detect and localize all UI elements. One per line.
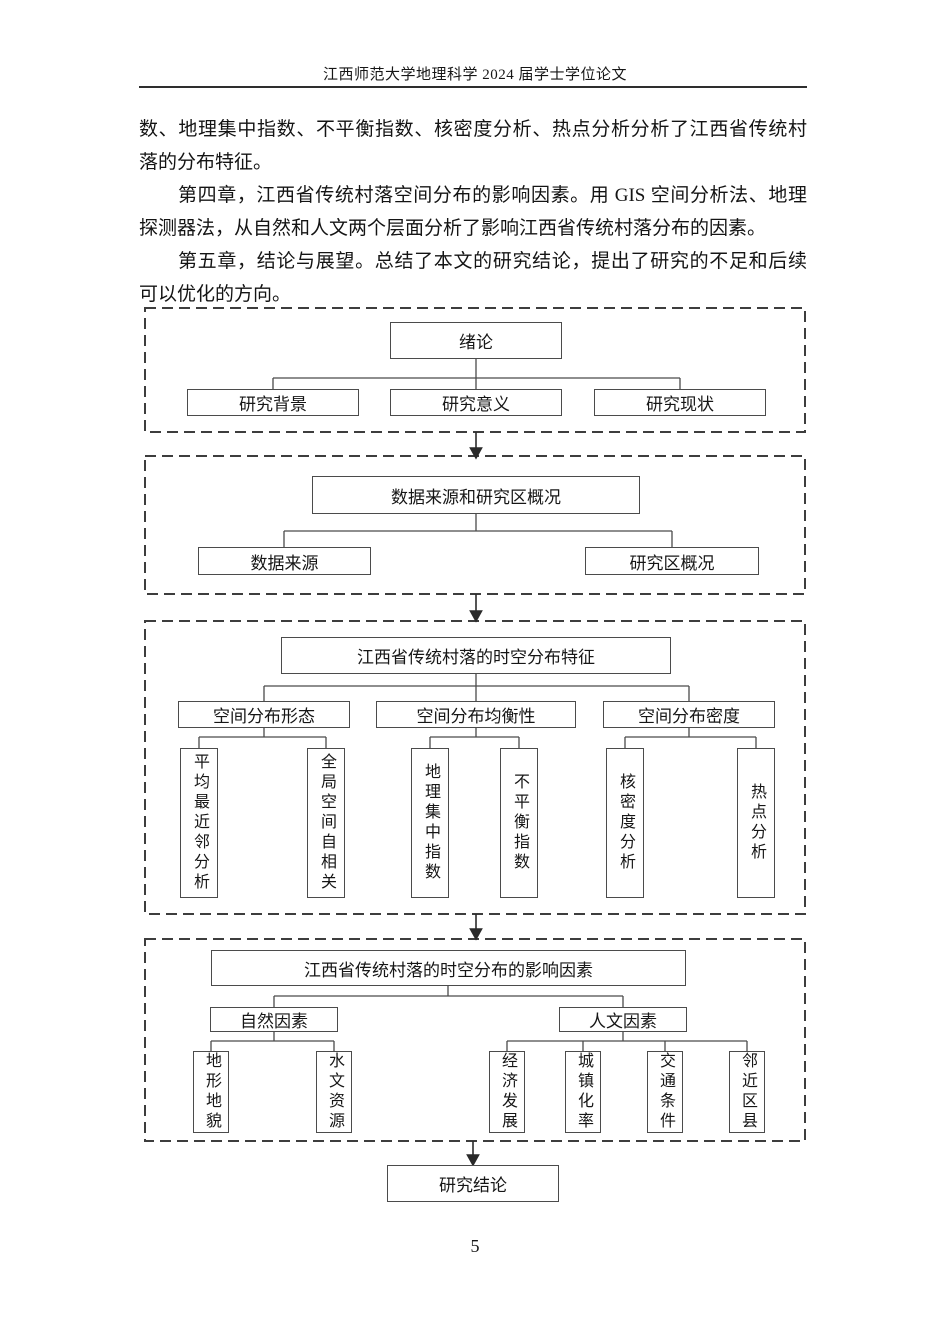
down-arrow-head xyxy=(466,1154,480,1167)
section3-child-box: 空间分布形态 xyxy=(178,701,350,728)
section4-leaf-box: 交通条件 xyxy=(647,1051,683,1133)
conclusion-box: 研究结论 xyxy=(387,1165,559,1202)
page-header-title: 江西师范大学地理科学 2024 届学士学位论文 xyxy=(322,67,627,83)
section1-child-box: 研究背景 xyxy=(187,389,359,416)
section3-leaf-box: 核密度分析 xyxy=(606,748,644,898)
section1-child-box: 研究现状 xyxy=(594,389,766,416)
down-arrow-head xyxy=(469,447,483,460)
section3-leaf-box: 不平衡指数 xyxy=(500,748,538,898)
section3-leaf-connectors xyxy=(198,728,757,748)
section3-root-box: 江西省传统村落的时空分布特征 xyxy=(281,637,671,674)
section2-connectors xyxy=(283,514,673,547)
section3-leaf-box: 平均最近邻分析 xyxy=(180,748,218,898)
section1-root-box: 绪论 xyxy=(390,322,562,359)
paragraph-line: 第四章，江西省传统村落空间分布的影响因素。用 GIS 空间分析法、地理 xyxy=(178,185,807,206)
connector-lines xyxy=(198,359,757,1051)
section3-child-box: 空间分布均衡性 xyxy=(376,701,576,728)
section4-leaf-box: 地形地貌 xyxy=(193,1051,229,1133)
paragraph-line: 探测器法，从自然和人文两个层面分析了影响江西省传统村落分布的因素。 xyxy=(139,218,767,239)
section4-child-box: 自然因素 xyxy=(210,1007,338,1032)
section3-leaf-box: 热点分析 xyxy=(737,748,775,898)
section1-connectors xyxy=(272,359,681,389)
section2-child-box: 研究区概况 xyxy=(585,547,759,575)
down-arrow-head xyxy=(469,610,483,623)
section4-top-connectors xyxy=(273,986,624,1007)
section3-top-connectors xyxy=(263,674,690,701)
flow-arrows xyxy=(466,432,483,1167)
section2-root-box: 数据来源和研究区概况 xyxy=(312,476,640,514)
section4-leaf-box: 邻近区县 xyxy=(729,1051,765,1133)
section4-root-box: 江西省传统村落的时空分布的影响因素 xyxy=(211,950,686,986)
down-arrow-head xyxy=(469,928,483,941)
section4-leaf-box: 水文资源 xyxy=(316,1051,352,1133)
section3-leaf-box: 地理集中指数 xyxy=(411,748,449,898)
paragraph-line: 第五章，结论与展望。总结了本文的研究结论，提出了研究的不足和后续 xyxy=(178,251,807,272)
paragraph-line: 数、地理集中指数、不平衡指数、核密度分析、热点分析分析了江西省传统村 xyxy=(139,119,807,140)
page-number: 5 xyxy=(470,1236,480,1256)
section4-leaf-box: 经济发展 xyxy=(489,1051,525,1133)
section4-leaf-box: 城镇化率 xyxy=(565,1051,601,1133)
section4-child-box: 人文因素 xyxy=(559,1007,687,1032)
header-rule xyxy=(139,86,807,88)
paragraph-line: 落的分布特征。 xyxy=(139,152,273,173)
section2-child-box: 数据来源 xyxy=(198,547,371,575)
body-paragraphs: 数、地理集中指数、不平衡指数、核密度分析、热点分析分析了江西省传统村 落的分布特… xyxy=(139,113,807,311)
section4-leaf-connectors xyxy=(210,1032,748,1051)
section3-leaf-box: 全局空间自相关 xyxy=(307,748,345,898)
section3-child-box: 空间分布密度 xyxy=(603,701,775,728)
section1-child-box: 研究意义 xyxy=(390,389,562,416)
paragraph-line: 可以优化的方向。 xyxy=(139,284,292,305)
